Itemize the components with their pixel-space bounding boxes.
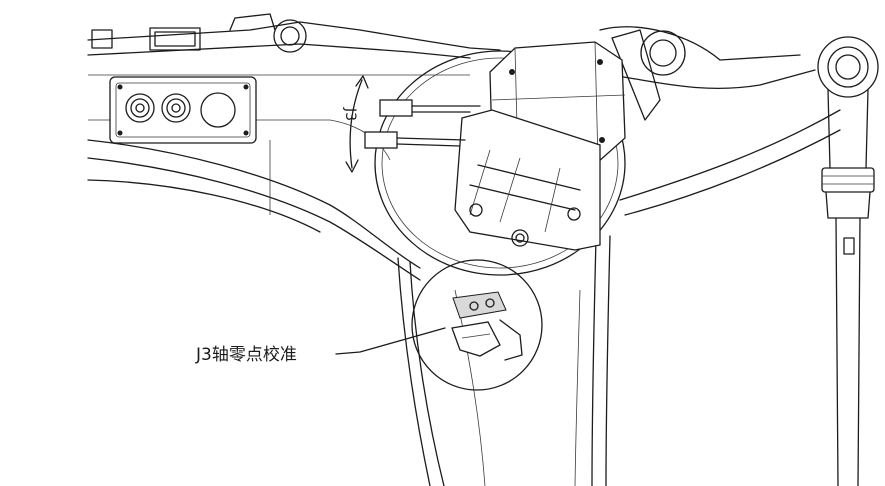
upper-arm	[87, 13, 501, 281]
cable-connectors	[364, 99, 481, 149]
j3-arrow-label: J3	[342, 107, 358, 121]
vertical-rod	[817, 36, 879, 486]
connector-plate	[109, 76, 257, 144]
motor-detail-circle	[374, 50, 626, 276]
lower-arm	[397, 235, 611, 486]
j3-rotation-arrow: J3	[342, 75, 369, 173]
blank-port	[200, 92, 236, 128]
calibration-callout: J3轴零点校准	[195, 327, 446, 365]
connector-port-1	[125, 93, 155, 123]
motor-assembly	[454, 41, 626, 251]
callout-label: J3轴零点校准	[195, 345, 297, 365]
forearm-link	[599, 26, 841, 216]
connector-port-2	[161, 93, 191, 123]
calibration-detail-circle	[411, 259, 543, 391]
